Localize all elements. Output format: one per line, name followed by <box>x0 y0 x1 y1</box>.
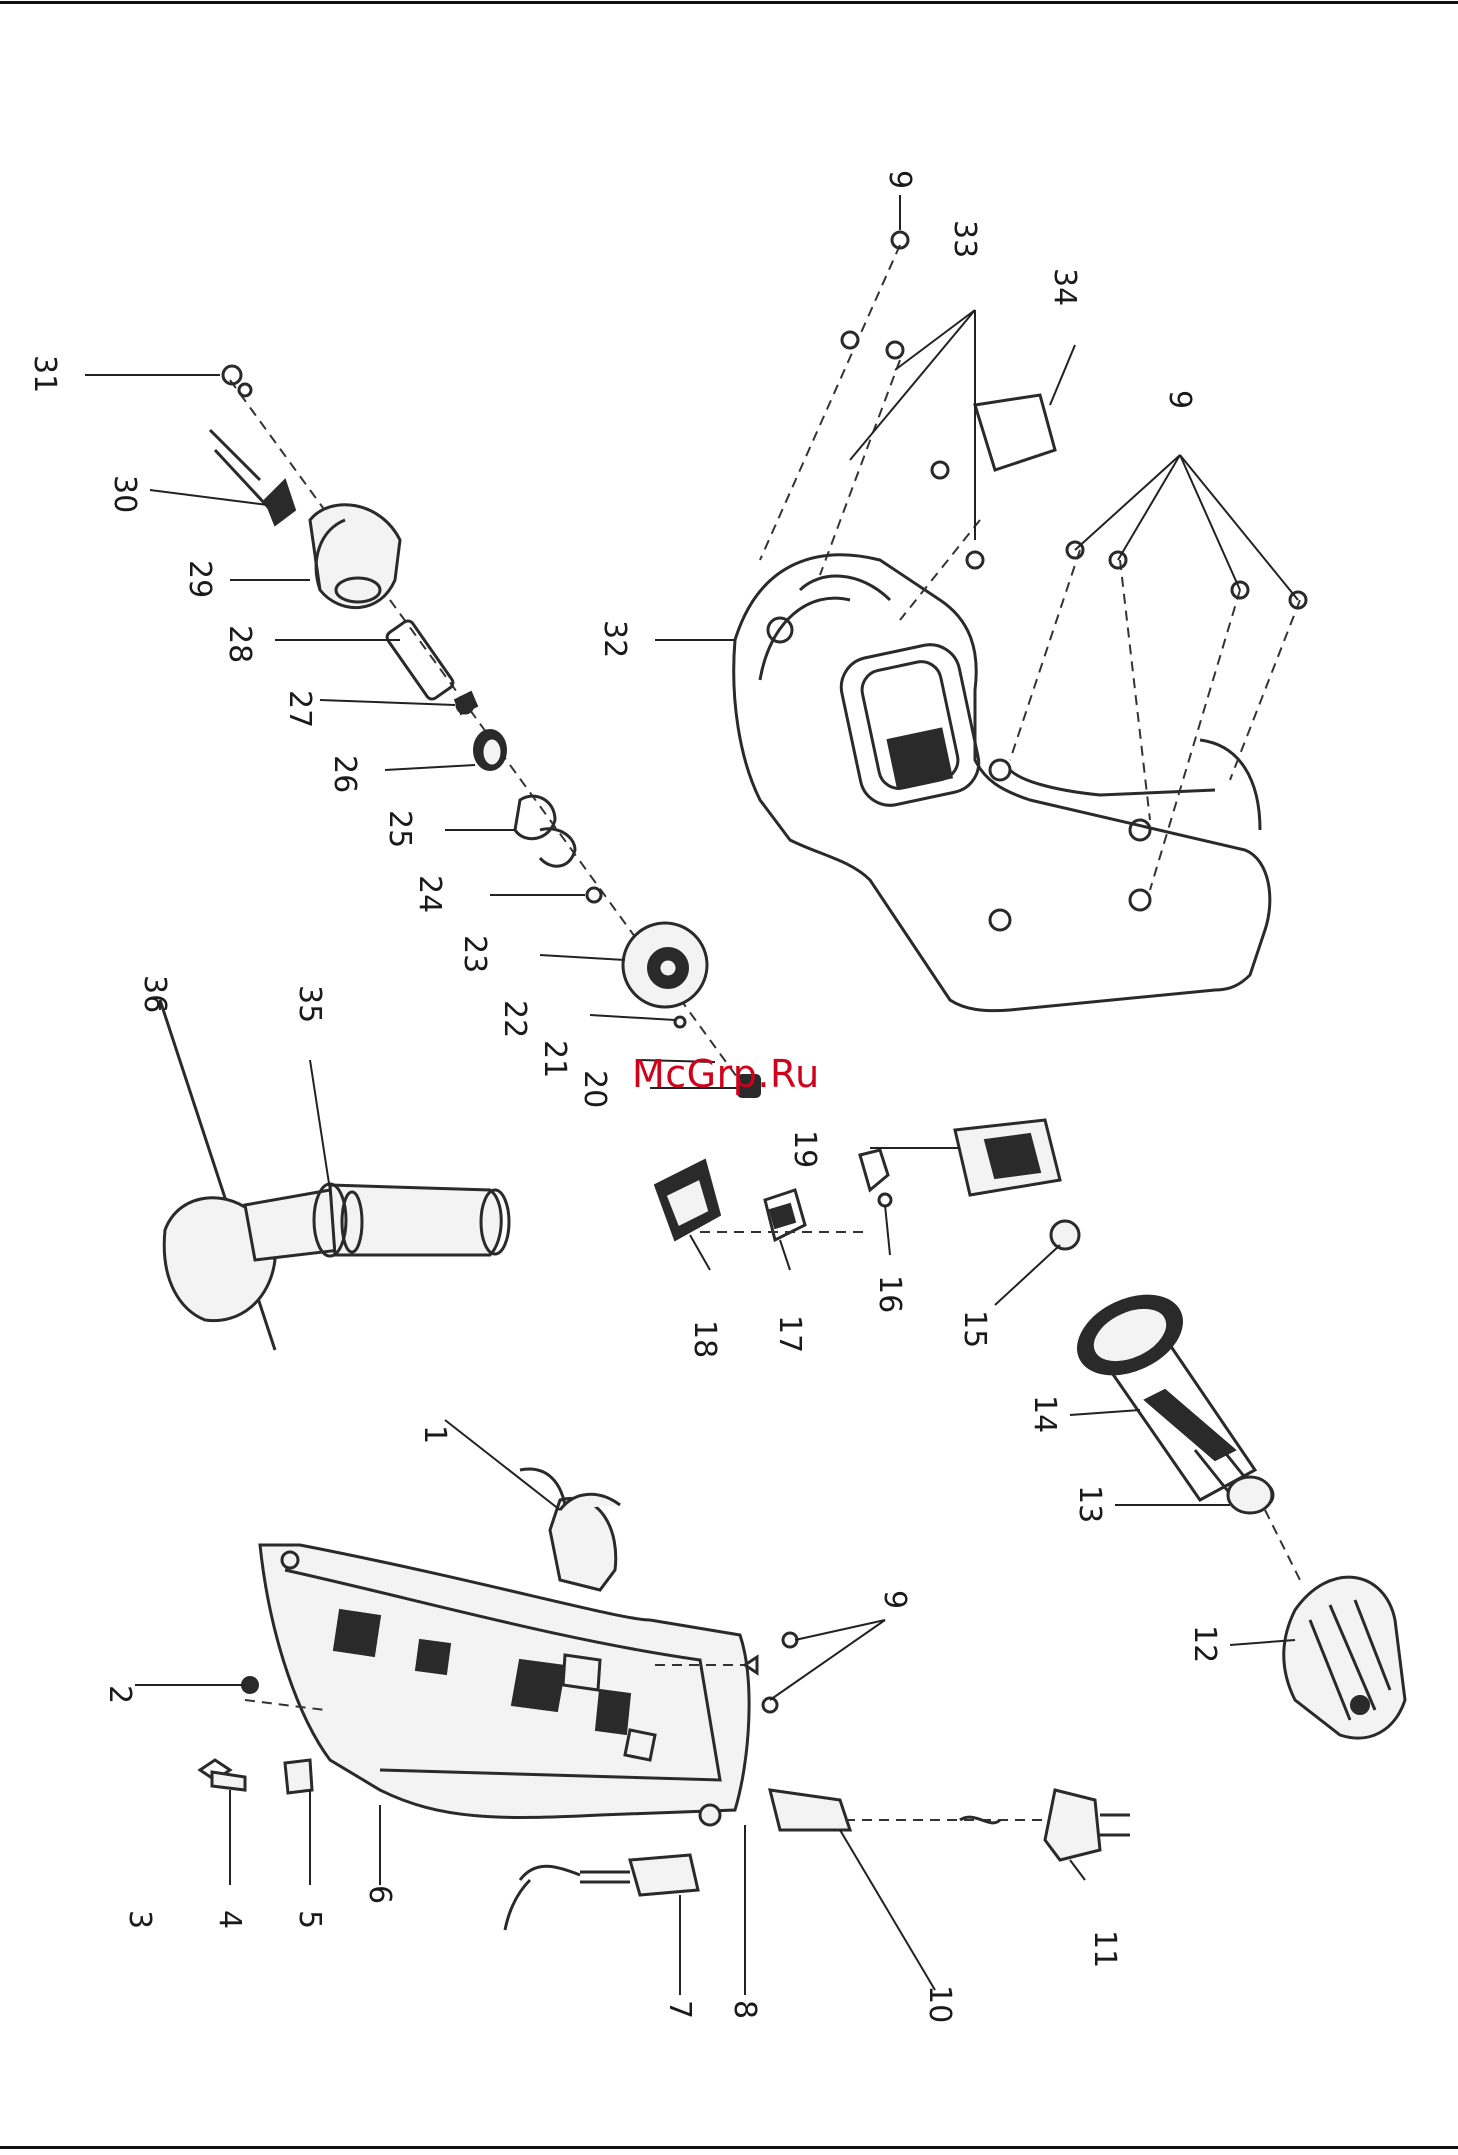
gear-housing-drawing <box>734 555 1270 1011</box>
part-label-9-a: 9 <box>882 170 917 189</box>
stator-drawing <box>1265 1510 1405 1738</box>
part-label-36: 36 <box>137 975 172 1013</box>
part-label-11: 11 <box>1087 1930 1122 1968</box>
part-label-9-b: 9 <box>1162 390 1197 409</box>
part-label-25: 25 <box>382 810 417 848</box>
side-handle-drawing <box>160 1000 509 1350</box>
part-label-17: 17 <box>772 1315 807 1353</box>
part-label-13: 13 <box>1072 1485 1107 1523</box>
bearing-13-drawing <box>1228 1477 1272 1513</box>
part-label-32: 32 <box>597 620 632 658</box>
part-label-3: 3 <box>122 1910 157 1929</box>
part-label-5: 5 <box>292 1910 327 1929</box>
part-label-31: 31 <box>27 355 62 393</box>
watermark-text: McGrp.Ru <box>632 1052 820 1096</box>
part-label-34: 34 <box>1047 268 1082 306</box>
handle-housing-drawing <box>200 1469 1130 1930</box>
part-label-33: 33 <box>947 220 982 258</box>
part-label-35: 35 <box>292 985 327 1023</box>
part-label-18: 18 <box>687 1320 722 1358</box>
part-label-9-c: 9 <box>877 1590 912 1609</box>
part-label-21: 21 <box>537 1040 572 1078</box>
part-label-6: 6 <box>362 1885 397 1904</box>
switch-parts-drawing <box>655 1120 1079 1249</box>
part-label-8: 8 <box>727 2000 762 2019</box>
part-label-23: 23 <box>457 935 492 973</box>
part-label-7: 7 <box>662 2000 697 2019</box>
part-label-16: 16 <box>872 1275 907 1313</box>
part-label-30: 30 <box>107 475 142 513</box>
part-label-14: 14 <box>1027 1395 1062 1433</box>
part-label-29: 29 <box>182 560 217 598</box>
label-plate-drawing <box>975 395 1055 470</box>
part-label-1: 1 <box>417 1425 452 1444</box>
part-label-27: 27 <box>282 690 317 728</box>
part-label-15: 15 <box>957 1310 992 1348</box>
part-label-2: 2 <box>102 1685 137 1704</box>
part-label-24: 24 <box>412 875 447 913</box>
part-label-4: 4 <box>212 1910 247 1929</box>
part-label-10: 10 <box>922 1985 957 2023</box>
part-label-28: 28 <box>222 625 257 663</box>
part-label-12: 12 <box>1187 1625 1222 1663</box>
housing-screws <box>760 232 1306 890</box>
part-label-19: 19 <box>787 1130 822 1168</box>
part-label-22: 22 <box>497 1000 532 1038</box>
part-label-26: 26 <box>327 755 362 793</box>
part-label-20: 20 <box>577 1070 612 1108</box>
